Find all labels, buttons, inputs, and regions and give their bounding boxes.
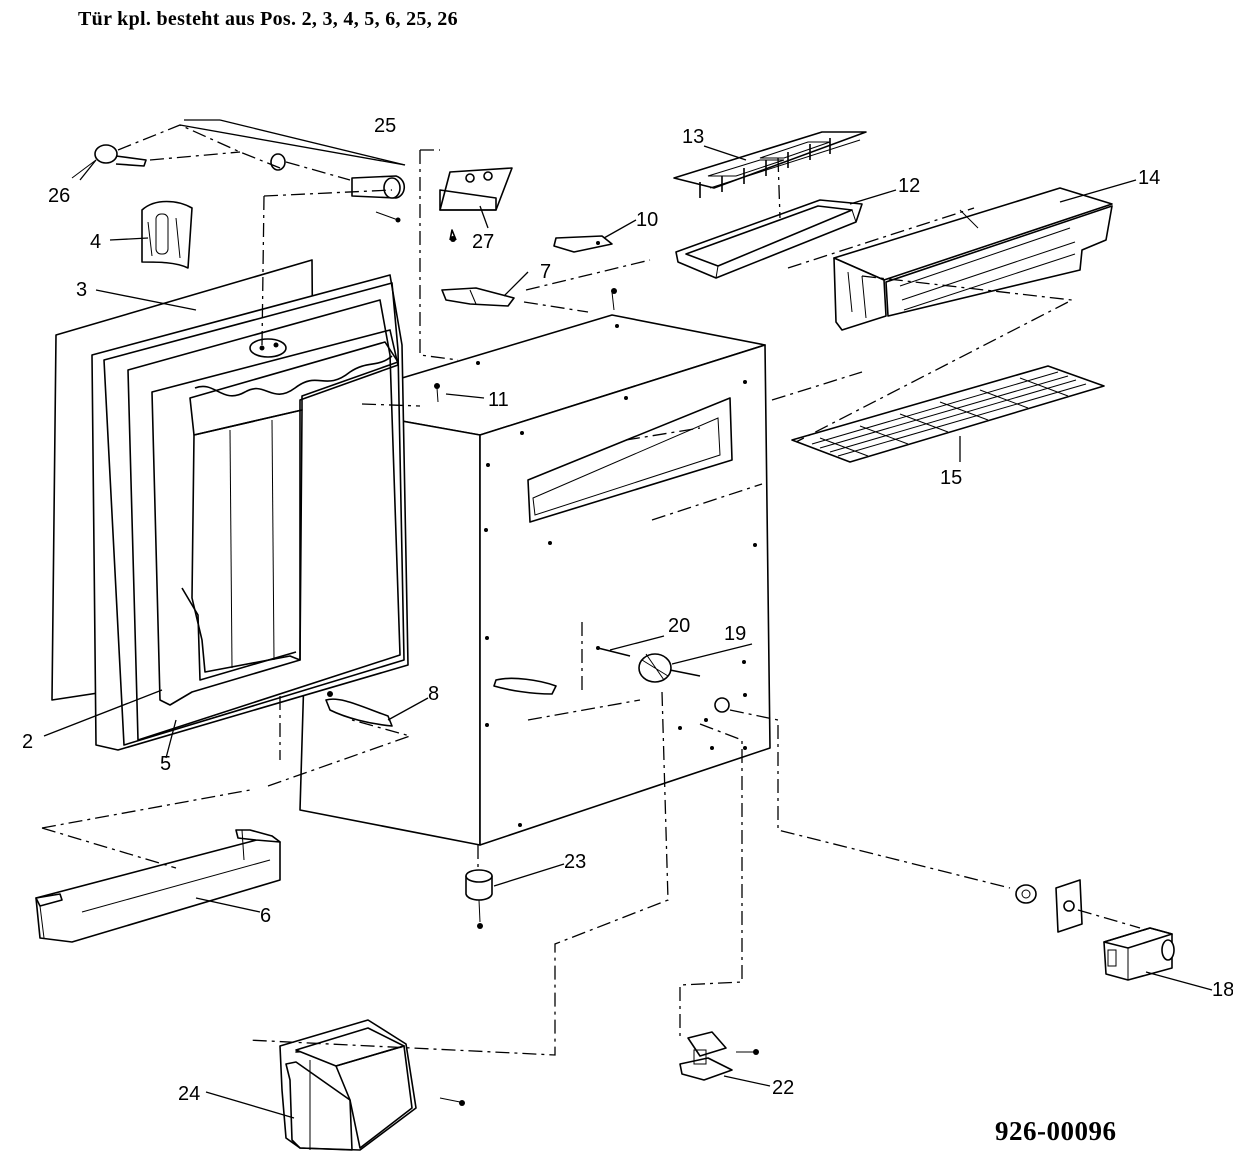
nut (1015, 884, 1037, 904)
cover-part-24 (279, 1019, 465, 1151)
label-10: 10 (636, 209, 658, 231)
label-12: 12 (898, 175, 920, 197)
hinge-part-22 (679, 1031, 759, 1081)
hinge-bracket-part-27 (439, 167, 513, 242)
label-18: 18 (1212, 979, 1233, 1001)
leader-lines (43, 119, 1213, 1119)
foot-part-23 (465, 869, 493, 929)
label-22: 22 (772, 1077, 794, 1099)
label-2: 2 (22, 731, 33, 753)
label-27: 27 (472, 231, 494, 253)
label-11: 11 (488, 389, 509, 411)
ice-tray-part-13 (673, 131, 867, 198)
drip-tray-part-12 (675, 199, 863, 279)
diagram-title: Tür kpl. besteht aus Pos. 2, 3, 4, 5, 6,… (78, 8, 458, 30)
label-26: 26 (48, 185, 70, 207)
bracket-part-7 (441, 287, 515, 307)
thermostat-knob-part-19 (638, 653, 701, 683)
label-4: 4 (90, 231, 101, 253)
mounting-plate (1055, 879, 1083, 933)
pin-part-20 (596, 646, 631, 657)
lock-part-25 (270, 153, 406, 223)
assembly-lines (41, 124, 1141, 1056)
label-13: 13 (682, 126, 704, 148)
door-frame-2 (91, 274, 409, 751)
bracket-part-8 (325, 691, 393, 727)
bracket-inner (493, 677, 557, 695)
evaporator-part-14 (833, 187, 1113, 331)
label-14: 14 (1138, 167, 1160, 189)
label-19: 19 (724, 623, 746, 645)
label-20: 20 (668, 615, 690, 637)
label-23: 23 (564, 851, 586, 873)
shelf-grid-part-15 (791, 365, 1105, 463)
handle-part-4 (141, 200, 193, 269)
document-number: 926-00096 (995, 1116, 1117, 1146)
label-15: 15 (940, 467, 962, 489)
label-6: 6 (260, 905, 271, 927)
screws (434, 288, 617, 403)
label-3: 3 (76, 279, 87, 301)
label-25: 25 (374, 115, 396, 137)
label-8: 8 (428, 683, 439, 705)
key-part-26 (71, 144, 147, 179)
label-5: 5 (160, 753, 171, 775)
label-24: 24 (178, 1083, 200, 1105)
door-shelf-part-6 (35, 829, 281, 943)
switch-part-18 (1103, 927, 1175, 981)
part-labels: 25 26 4 3 27 10 7 11 13 12 14 15 2 5 6 8… (22, 115, 1233, 1105)
label-7: 7 (540, 261, 551, 283)
bracket-part-10 (553, 235, 613, 253)
